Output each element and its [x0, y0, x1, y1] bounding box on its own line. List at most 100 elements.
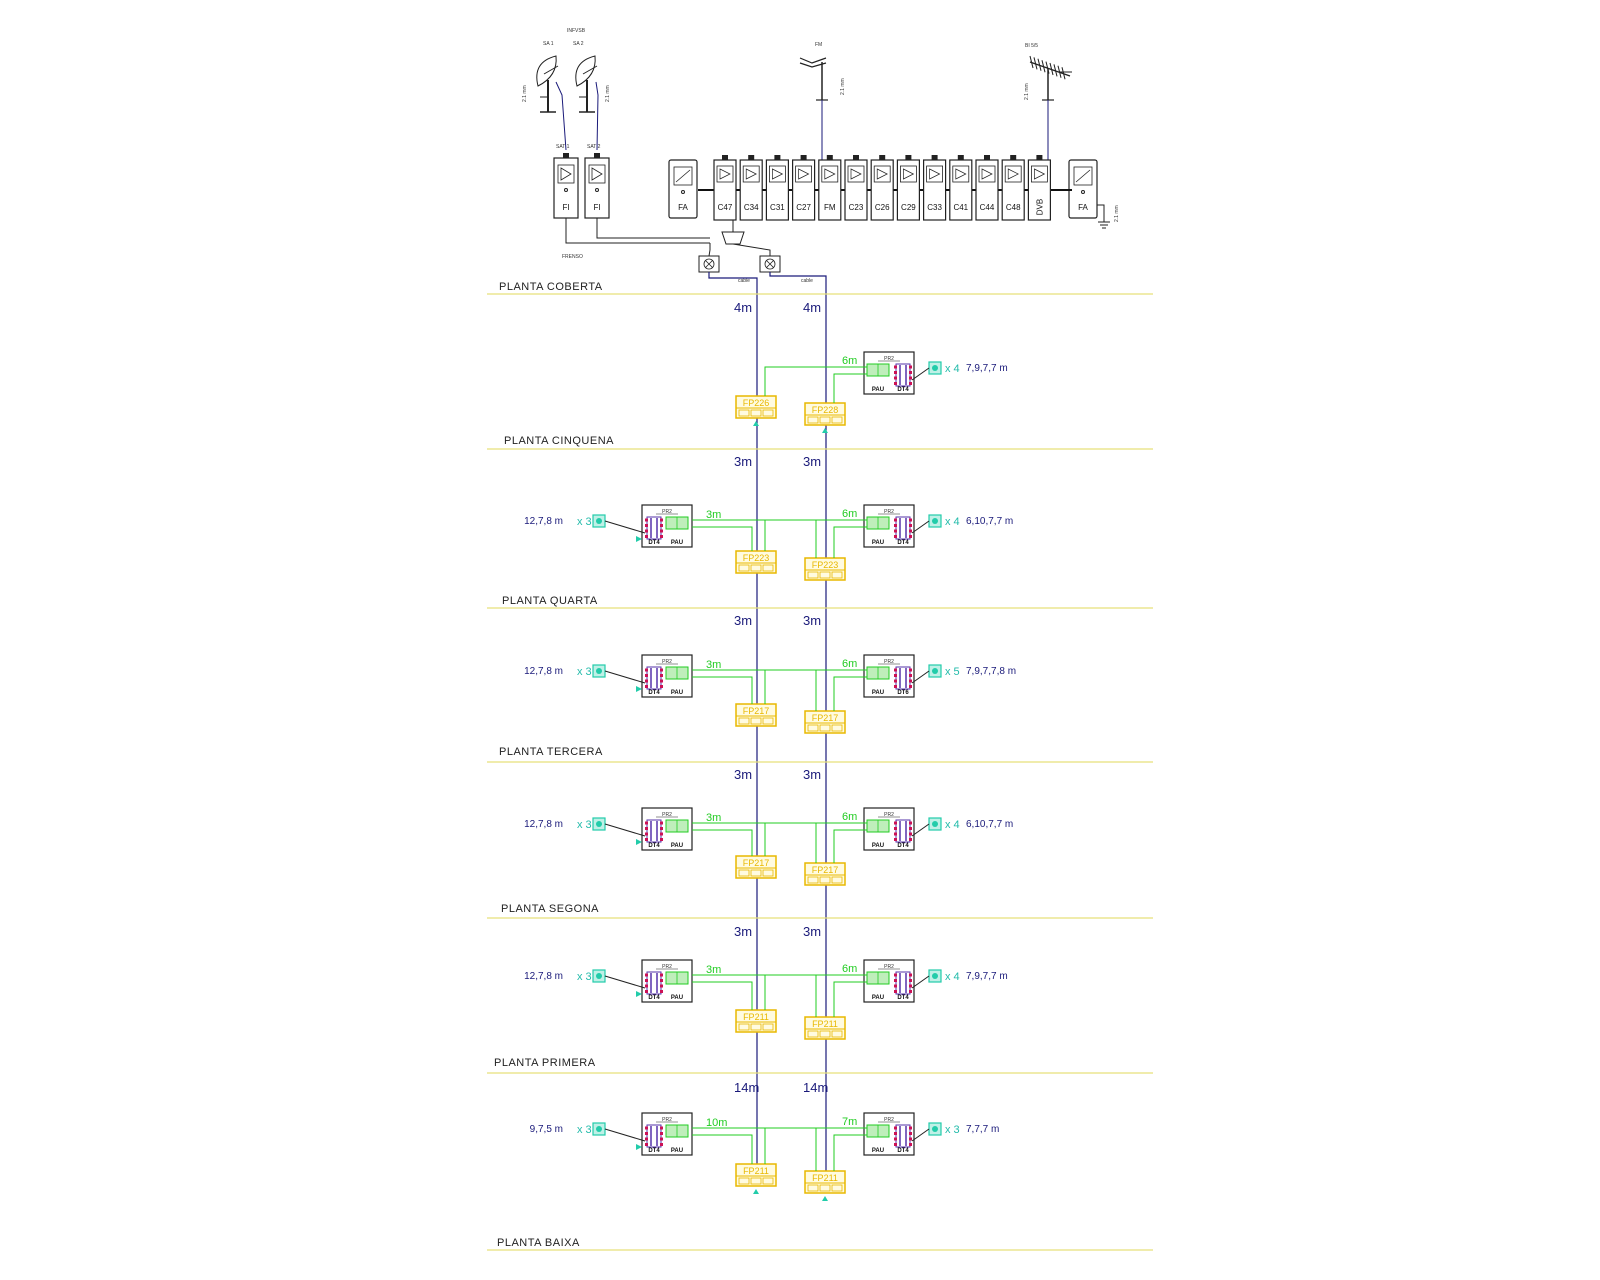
tap-left: FP211	[735, 1009, 777, 1033]
tap-label: FP217	[812, 713, 839, 723]
dt-label: DT6	[897, 690, 909, 696]
dt-box	[895, 819, 911, 843]
dt-label: DT4	[897, 1148, 909, 1154]
outlet-right-icon	[928, 1122, 942, 1136]
dt-label: DT4	[648, 1148, 660, 1154]
dt-port-icon	[894, 376, 897, 380]
tap-body	[804, 1170, 846, 1194]
dt-port-icon	[909, 376, 912, 380]
tap-label: FP217	[812, 865, 839, 875]
amplifier-icon	[873, 165, 891, 183]
dt-port-icon	[660, 518, 663, 522]
outlet-socket-icon	[932, 365, 938, 371]
floor-label: PLANTA BAIXA	[497, 1237, 580, 1249]
channel-module: C33	[922, 155, 947, 221]
tap-port	[807, 876, 819, 884]
tap-body	[735, 1009, 777, 1033]
tap-label: FP211	[743, 1012, 769, 1022]
dt-port-icon	[909, 529, 912, 533]
dt-port-icon	[909, 1137, 912, 1141]
tap-port	[819, 724, 831, 732]
unit-header: PR2	[662, 964, 672, 970]
sat-amp-label: SAT 1	[556, 144, 570, 150]
dt-port-icon	[909, 674, 912, 677]
outlet-left-count: x 3	[577, 971, 592, 983]
floor-label: PLANTA QUARTA	[502, 595, 598, 607]
power-supply-diagonal	[1075, 169, 1091, 183]
tap-label: FP217	[743, 706, 770, 716]
outlet-left-distances: 12,7,8 m	[524, 666, 563, 677]
dt-port-icon	[909, 832, 912, 836]
fm-mast-tag: 2.1 mm	[840, 78, 846, 95]
dt-port-icon	[894, 984, 897, 988]
branch-left-upper	[692, 519, 817, 558]
outlet-left-arrow-icon	[636, 536, 642, 542]
dt-port-icon	[645, 674, 648, 677]
branch-right-lower	[833, 373, 867, 403]
amplifier-triangle-icon	[560, 167, 572, 181]
module-connector	[1010, 155, 1017, 160]
channel-module: C23	[844, 155, 868, 221]
module-connector	[826, 155, 833, 160]
dt-box	[646, 666, 662, 690]
dt-port-icon	[894, 973, 897, 977]
branch-left-lower	[692, 526, 753, 551]
amplifier-icon	[769, 165, 786, 183]
tap-body	[804, 1016, 846, 1040]
branch-right-length: 6m	[842, 811, 857, 823]
dt-port-icon	[660, 984, 663, 988]
branch-right-length: 6m	[842, 508, 857, 520]
pau-label: PAU	[872, 690, 884, 696]
pau-label: PAU	[872, 995, 884, 1001]
outlet-right-lead	[911, 367, 930, 381]
splitter-left-icon	[698, 255, 720, 273]
tap-label: FP211	[812, 1019, 838, 1029]
outlet-right-distances: 7,7,7 m	[966, 1124, 999, 1135]
outlet-right-lead	[911, 823, 930, 837]
dt-port-icon	[660, 668, 663, 672]
fi-connector	[594, 153, 600, 158]
outlet-socket-icon	[596, 1126, 602, 1132]
unit-header: PR2	[884, 356, 894, 362]
dt-port-icon	[645, 535, 648, 538]
amplifier-triangle-icon	[798, 168, 810, 180]
dt-port-icon	[909, 984, 912, 988]
fa-led-icon	[681, 190, 685, 194]
dt-port-icon	[909, 979, 912, 982]
dt-port-icon	[909, 1132, 912, 1135]
tap-port	[831, 724, 843, 732]
tap-label: FP228	[812, 405, 839, 415]
outlet-left-count: x 3	[577, 516, 592, 528]
channel-module: C48	[1001, 155, 1025, 221]
outlet-left-lead	[604, 1128, 646, 1142]
branch-left-length: 10m	[706, 1117, 727, 1129]
dt-port-icon	[894, 821, 897, 825]
dt-label: DT4	[648, 540, 660, 546]
termination-arrow-icon	[822, 1196, 828, 1201]
dt-port-icon	[894, 990, 897, 993]
outlet-left-arrow-icon	[636, 1144, 642, 1150]
dt-port-icon	[894, 838, 897, 841]
amplifier-icon	[847, 165, 865, 183]
dt-port-icon	[894, 1137, 897, 1141]
dt-port-icon	[894, 535, 897, 538]
dt-port-icon	[660, 973, 663, 977]
tap-port	[762, 564, 774, 572]
pau-label: PAU	[671, 540, 683, 546]
channel-module-label: FM	[824, 203, 836, 212]
dt-port-icon	[645, 979, 648, 982]
dt-port-icon	[660, 1137, 663, 1141]
dt-label: DT4	[897, 995, 909, 1001]
channel-module-label: C33	[927, 203, 942, 212]
dt-port-icon	[909, 365, 912, 369]
amplifier-triangle-icon	[719, 168, 731, 180]
dt-box	[895, 666, 911, 690]
dt-box	[646, 971, 662, 995]
outlet-right-count: x 5	[945, 666, 960, 678]
branch-left-lower	[692, 676, 753, 704]
tap-port	[738, 1177, 750, 1185]
outlet-right-distances: 7,9,7,7 m	[966, 363, 1008, 374]
tap-port	[831, 1030, 843, 1038]
dish-reflector	[536, 55, 557, 87]
